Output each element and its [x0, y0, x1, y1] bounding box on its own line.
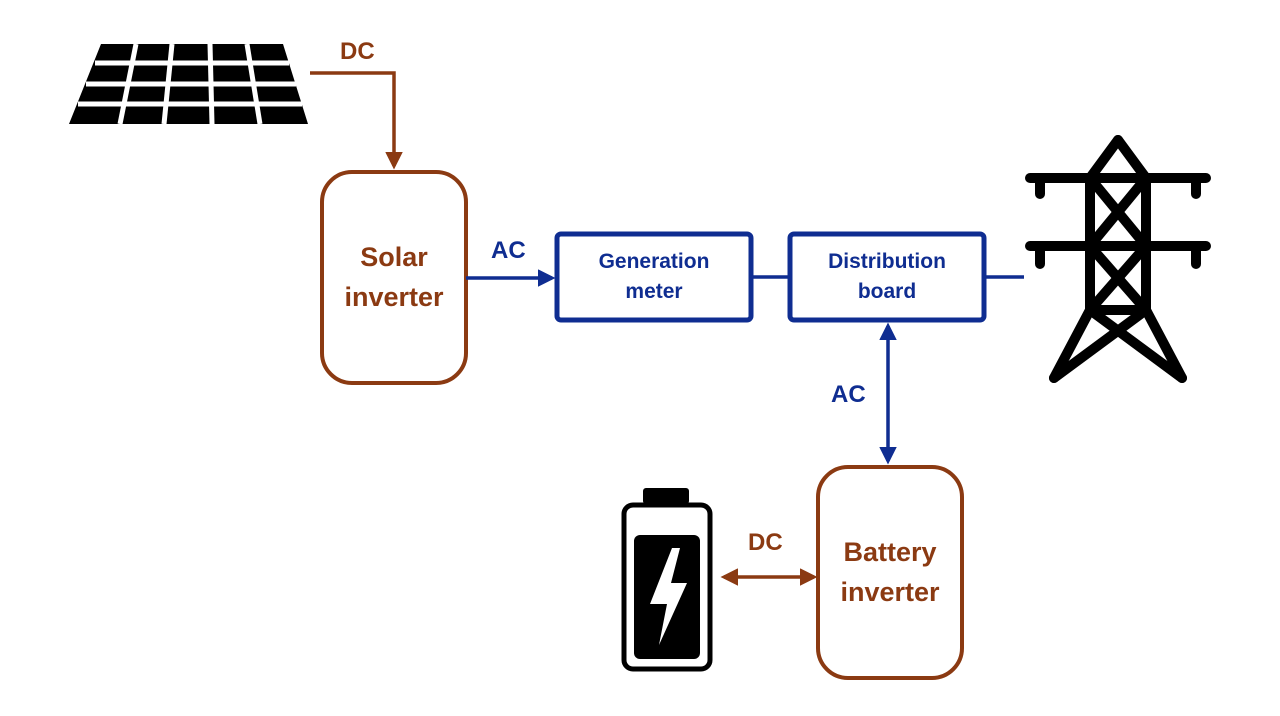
ac-label-left: AC	[491, 237, 526, 264]
dc-line-solar	[310, 71, 403, 170]
dc-label-bottom: DC	[748, 529, 783, 556]
solar-panel-icon	[69, 43, 308, 125]
battery-inverter-box	[816, 465, 964, 680]
battery-icon	[621, 488, 713, 672]
generation-meter-label: Generation meter	[557, 234, 751, 320]
solar-inverter-label: Solar inverter	[322, 172, 466, 383]
battery-inverter-label: Battery inverter	[818, 467, 962, 678]
distribution-board-label: Distribution board	[790, 234, 984, 320]
battery-inverter-line2: inverter	[840, 576, 940, 607]
ac-label-vertical: AC	[831, 381, 866, 408]
dc-label-top: DC	[340, 38, 375, 65]
generation-meter-line1: Generation	[598, 249, 710, 273]
battery-inverter-line1: Battery	[843, 537, 937, 568]
solar-inverter-line1: Solar	[360, 242, 428, 273]
solar-inverter-line2: inverter	[344, 281, 444, 312]
generation-meter-line2: meter	[625, 280, 683, 303]
distribution-board-line1: Distribution	[828, 249, 946, 273]
transmission-tower-icon	[1025, 135, 1211, 383]
distribution-board-line2: board	[857, 280, 917, 303]
lightning-icon	[650, 548, 687, 645]
